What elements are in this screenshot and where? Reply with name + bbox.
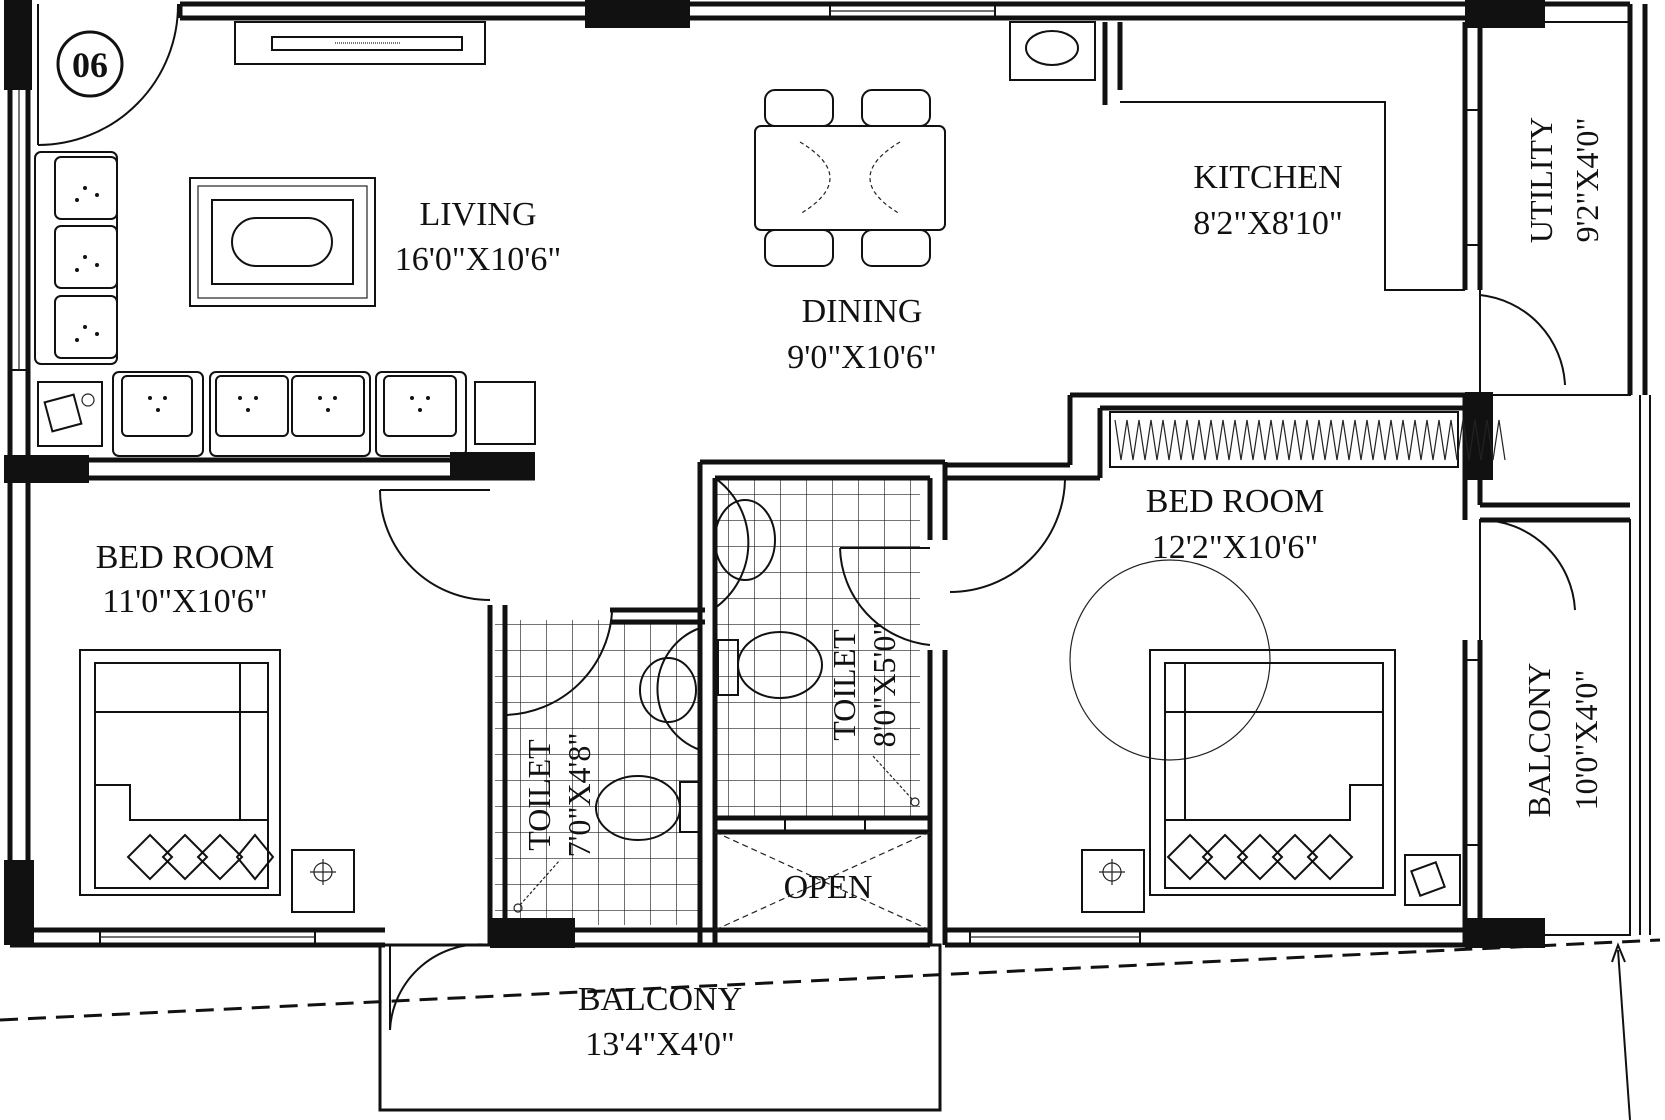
planter-box xyxy=(474,381,536,445)
boundary-line xyxy=(0,938,1661,1022)
living-size: 16'0"X10'6" xyxy=(395,241,562,278)
toilet-mid-fixtures xyxy=(714,477,920,807)
open-label: OPEN xyxy=(784,869,873,906)
bed-left xyxy=(79,649,281,896)
unit-number-badge: 06 xyxy=(56,30,124,98)
coffee-table xyxy=(189,177,376,307)
dining-name: DINING xyxy=(802,293,923,330)
columns xyxy=(4,0,1545,948)
bedroom-left-name: BED ROOM xyxy=(96,539,275,576)
bedside-table-left xyxy=(291,849,355,913)
dining-size: 9'0"X10'6" xyxy=(787,339,937,376)
bedroom-left-size: 11'0"X10'6" xyxy=(102,583,267,620)
kitchen-size: 8'2"X8'10" xyxy=(1193,205,1343,242)
balcony-bottom-size: 13'4"X4'0" xyxy=(585,1026,735,1063)
bedroom-right-size: 12'2"X10'6" xyxy=(1152,529,1319,566)
sofa-bottom xyxy=(112,371,467,457)
toilet-mid-name: TOILET xyxy=(826,629,862,741)
toilet-left-name: TOILET xyxy=(521,739,557,851)
living-name: LIVING xyxy=(419,196,536,233)
unit-number: 06 xyxy=(72,45,108,85)
windows xyxy=(9,3,1481,946)
balcony-right-name: BALCONY xyxy=(1521,663,1557,818)
telephone-icon xyxy=(37,381,103,447)
boundary-arrow xyxy=(1611,942,1631,1120)
toilet-mid-floor xyxy=(715,478,920,818)
dining-table xyxy=(754,89,946,267)
balcony-right-size: 10'0"X4'0" xyxy=(1568,670,1604,811)
bed-right xyxy=(1149,649,1396,896)
bedroom-right-name: BED ROOM xyxy=(1146,483,1325,520)
utility-size: 9'2"X4'0" xyxy=(1569,118,1605,243)
wardrobe xyxy=(1109,411,1506,468)
doors xyxy=(37,3,1576,1031)
kitchen-sink xyxy=(1009,21,1096,81)
kitchen-name: KITCHEN xyxy=(1193,159,1342,196)
round-rug xyxy=(1069,559,1271,761)
sofa-left xyxy=(34,151,118,365)
toilet-left-floor xyxy=(495,620,700,925)
bedside-table-right xyxy=(1081,849,1145,913)
telephone-icon-right xyxy=(1404,854,1461,906)
tv-unit xyxy=(234,21,486,65)
toilet-left-size: 7'0"X4'8" xyxy=(561,733,597,858)
toilet-left-fixtures xyxy=(513,627,701,913)
toilet-mid-size: 8'0"X5'0" xyxy=(866,623,902,748)
balcony-bottom-name: BALCONY xyxy=(578,981,742,1018)
utility-name: UTILITY xyxy=(1523,117,1559,243)
